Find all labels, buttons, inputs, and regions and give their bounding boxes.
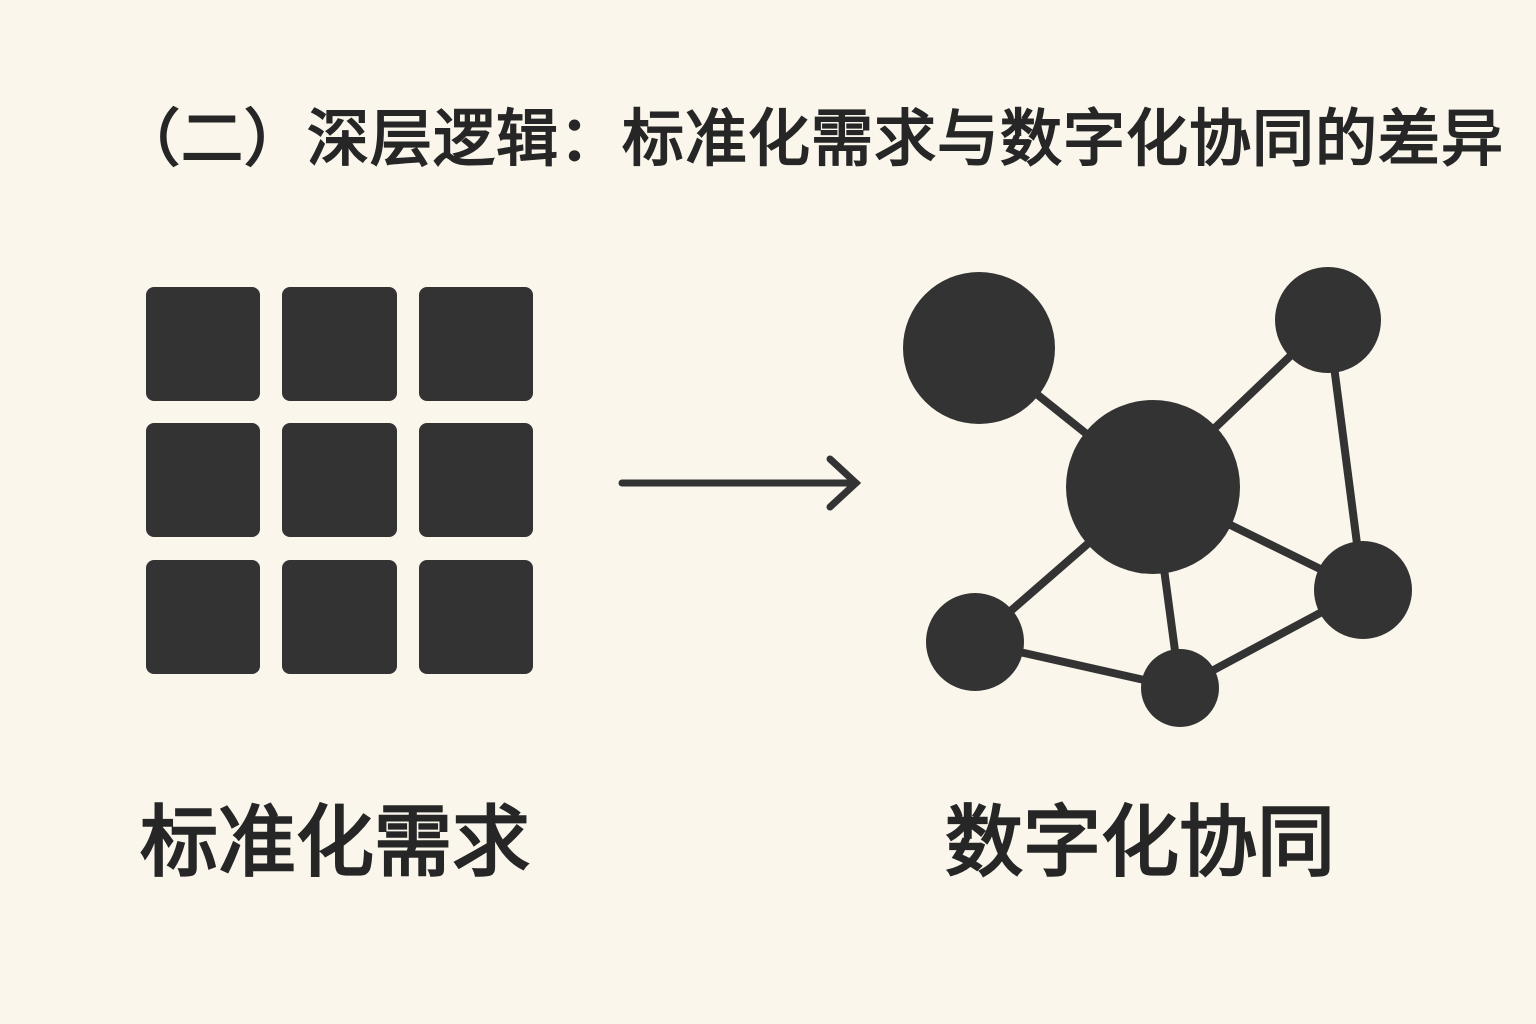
- grid-cell: [146, 423, 260, 537]
- page-title: （二）深层逻辑：标准化需求与数字化协同的差异: [118, 102, 1505, 175]
- grid-cell: [419, 423, 533, 537]
- graph-node: [1275, 267, 1381, 373]
- grid-cell: [419, 287, 533, 401]
- digital-collaboration-label: 数字化协同: [945, 798, 1336, 888]
- grid-3x3-icon: [146, 287, 533, 674]
- standardized-demand-label: 标准化需求: [140, 798, 531, 888]
- graph-node: [903, 272, 1055, 424]
- grid-cell: [282, 423, 397, 537]
- grid-cell: [146, 287, 260, 401]
- arrow-right-icon: [618, 455, 862, 511]
- graph-node: [1314, 541, 1412, 639]
- grid-cell: [419, 560, 533, 674]
- grid-cell: [282, 560, 397, 674]
- graph-node: [1141, 649, 1219, 727]
- network-graph-icon: [903, 267, 1412, 727]
- graph-node: [1066, 400, 1240, 574]
- grid-cell: [282, 287, 397, 401]
- grid-cell: [146, 560, 260, 674]
- graph-node: [926, 593, 1024, 691]
